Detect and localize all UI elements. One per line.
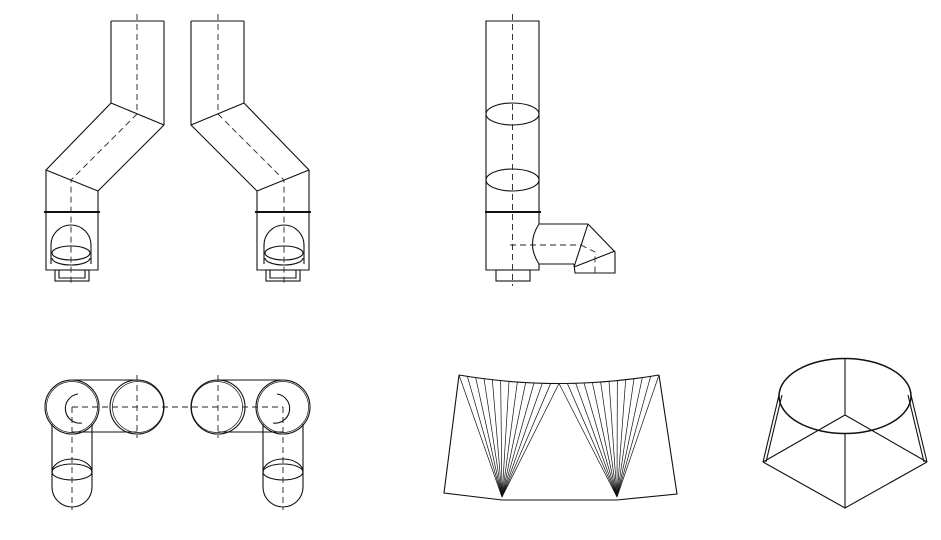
fan-line: [483, 378, 503, 498]
fan-line: [501, 381, 518, 498]
fan-line: [501, 382, 535, 498]
fan-line: [501, 383, 551, 498]
fan-line: [616, 378, 635, 498]
plan-view-left: [44, 374, 165, 511]
vertical-pipe-with-branch: [485, 14, 616, 286]
fan-line: [491, 379, 503, 498]
fan-line: [575, 383, 618, 498]
fan-line: [583, 382, 618, 498]
plan-view-right: [190, 374, 311, 511]
fan-line: [600, 381, 618, 498]
round-to-pentagon-transition: [762, 357, 928, 509]
fan-line: [466, 376, 503, 498]
fan-line: [501, 383, 543, 498]
y-pipe-right-elevation: [190, 13, 312, 285]
fan-line: [591, 382, 618, 498]
fan-line: [500, 380, 503, 498]
fan-line: [616, 377, 643, 498]
fan-line: [616, 379, 627, 498]
fan-line: [501, 382, 527, 498]
fan-line: [616, 376, 652, 498]
fan-line: [558, 383, 618, 498]
developed-pattern: [443, 374, 678, 501]
fan-line: [616, 374, 660, 498]
fan-line: [458, 374, 503, 498]
fan-line: [501, 383, 560, 498]
fan-line: [501, 381, 510, 498]
y-pipe-left-elevation: [43, 13, 165, 285]
fan-line: [567, 383, 618, 498]
fan-line: [475, 377, 503, 498]
fan-line: [608, 381, 618, 498]
